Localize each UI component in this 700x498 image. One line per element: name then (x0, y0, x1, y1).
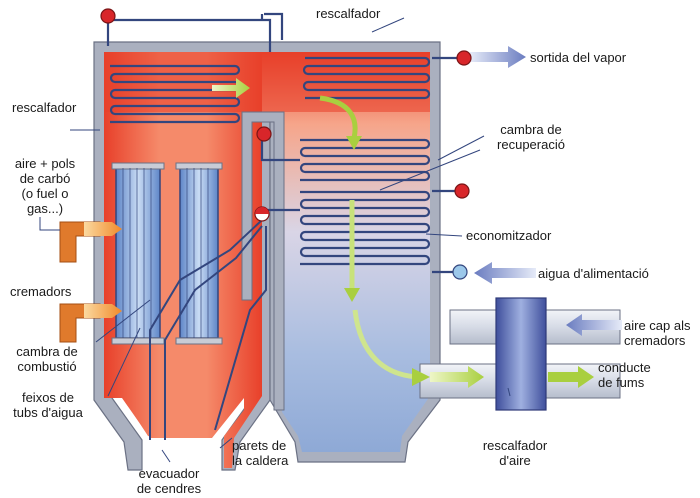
label-combustion-chamber: cambra de combustió (2, 344, 92, 374)
label-recovery-chamber-line2: recuperació (497, 137, 565, 152)
label-boiler-walls-line1: parets de (232, 438, 287, 453)
label-air-heater-line2: d'aire (499, 453, 531, 468)
label-economizer: economitzador (466, 228, 552, 243)
label-water-tubes: feixos de tubs d'aigua (2, 390, 94, 420)
label-feed-water: aigua d'alimentació (538, 266, 649, 281)
valve-steam-out (456, 50, 472, 66)
label-boiler-walls: parets de la caldera (232, 438, 288, 468)
valve-top (100, 8, 116, 24)
valve-feed-water (452, 264, 468, 280)
label-air-heater-line1: rescalfador (482, 438, 548, 453)
tube-bundle-right (179, 167, 219, 339)
reheater-left-coil (109, 64, 241, 124)
label-burner-air-line2: cremadors (624, 333, 686, 348)
central-divider-wall (241, 111, 285, 411)
label-reheater-left: rescalfador (12, 100, 77, 115)
label-water-tubes-line1: feixos de (21, 390, 75, 405)
recovery-chamber-interior (262, 52, 430, 452)
label-fuel-line3: (o fuel o (21, 186, 69, 201)
gas-flow-arrows (212, 78, 594, 388)
label-flue-line2: de fums (598, 375, 645, 390)
air-heater-body (495, 297, 547, 411)
air-ducts (419, 297, 621, 411)
valves (100, 8, 472, 280)
label-fuel-input: aire + pols de carbó (o fuel o gas...) (6, 156, 84, 216)
label-ash-line1: evacuador (138, 466, 200, 481)
label-ash-line2: de cendres (136, 481, 202, 496)
economizer-coil (299, 190, 431, 266)
label-boiler-walls-line2: la caldera (232, 453, 289, 468)
label-flue-line1: conducte (598, 360, 651, 375)
label-burner-air: aire cap als cremadors (624, 318, 690, 348)
label-steam-outlet: sortida del vapor (530, 50, 627, 65)
label-combustion-chamber-line2: combustió (17, 359, 77, 374)
label-burner-air-line1: aire cap als (624, 318, 691, 333)
valve-center (256, 126, 272, 142)
label-reheater-top: rescalfador (316, 6, 381, 21)
label-combustion-chamber-line1: cambra de (16, 344, 78, 359)
label-recovery-chamber-line1: cambra de (500, 122, 562, 137)
label-water-tubes-line2: tubs d'aigua (13, 405, 83, 420)
valve-recovery (454, 183, 470, 199)
blue-flow-arrows (470, 46, 622, 336)
label-burners: cremadors (10, 284, 72, 299)
burners (59, 221, 122, 343)
label-flue: conducte de fums (598, 360, 651, 390)
reheater-top-coil (302, 56, 431, 100)
label-fuel-line4: gas...) (26, 201, 64, 216)
label-recovery-chamber: cambra de recuperació (486, 122, 576, 152)
label-fuel-line1: aire + pols (14, 156, 76, 171)
label-ash-outlet: evacuador de cendres (124, 466, 214, 496)
recovery-coil (299, 138, 431, 182)
label-fuel-line2: de carbó (19, 171, 71, 186)
leader-lines (39, 17, 511, 463)
water-tube-bundles (111, 162, 267, 440)
label-air-heater: rescalfador d'aire (470, 438, 560, 468)
